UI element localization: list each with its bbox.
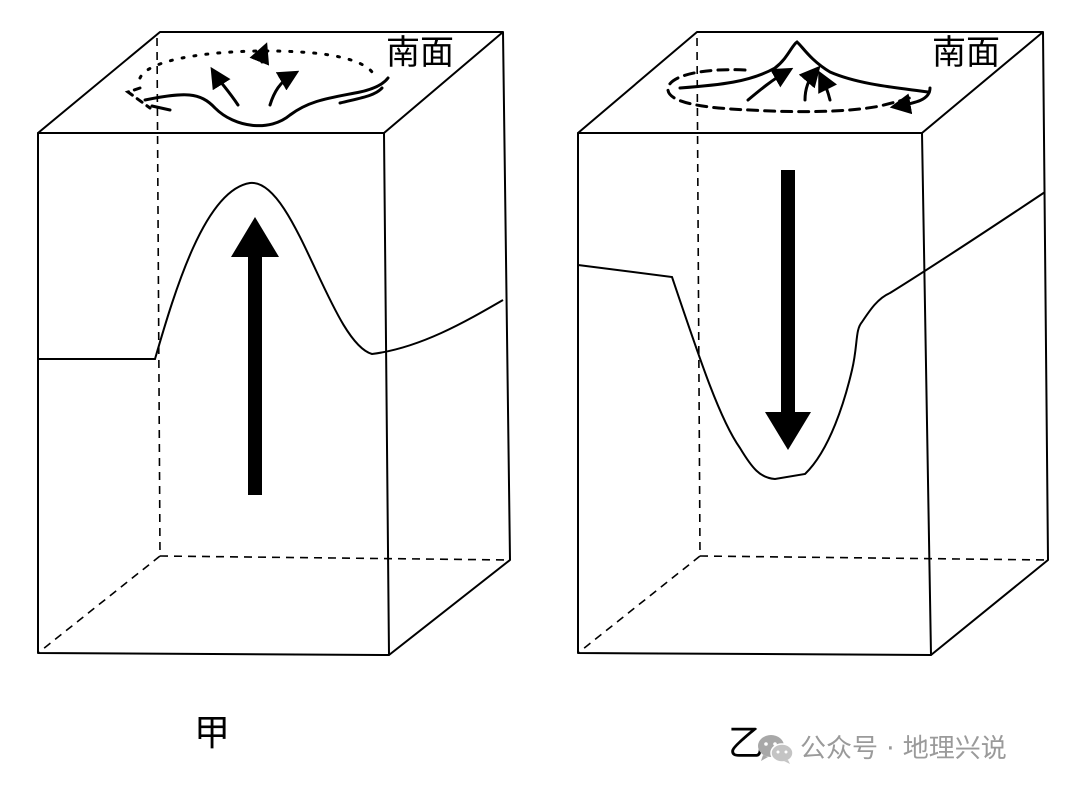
- block-jia: [37, 31, 511, 656]
- block-yi-top-arrow-3: [818, 70, 838, 102]
- block-jia-top-arrow-2: [268, 70, 300, 107]
- block-yi-stratum-line: [577, 191, 1046, 481]
- block-jia-top-sketch: [124, 42, 390, 128]
- block-jia-stratum-line: [38, 181, 504, 360]
- block-yi-top-arrow-1: [746, 67, 794, 102]
- block-jia-top-arrow-3: [249, 42, 270, 66]
- block-jia-top-fold-curve: [143, 76, 390, 128]
- block-yi-face-label: 南面: [932, 33, 1000, 73]
- block-yi: [577, 31, 1049, 656]
- watermark: 公众号 · 地理兴说: [756, 733, 1007, 765]
- block-yi-top-dashed-outline: [666, 68, 917, 114]
- block-yi-caption: 乙: [728, 723, 765, 764]
- block-jia-top-arrow-1: [210, 66, 240, 107]
- block-yi-top-arrow-2: [798, 65, 821, 102]
- block-yi-top-sketch: [666, 40, 932, 115]
- watermark-text: 公众号 · 地理兴说: [800, 734, 1007, 764]
- block-jia-uplift-arrow: [231, 217, 279, 495]
- block-yi-frame: [577, 31, 1049, 656]
- block-jia-top-left-hook: [150, 104, 172, 112]
- block-jia-caption: 甲: [194, 713, 231, 754]
- block-jia-frame: [37, 31, 511, 656]
- block-jia-face-label: 南面: [386, 33, 454, 73]
- block-jia-top-right-hook: [338, 86, 384, 105]
- block-jia-top-dotted-outline: [138, 49, 377, 80]
- block-jia-top-dashed-left: [124, 86, 152, 110]
- block-jia-hidden-edges: [37, 37, 511, 654]
- wechat-icon: [758, 735, 794, 764]
- block-yi-top-ridge-curve: [678, 40, 930, 94]
- block-yi-subsidence-arrow: [765, 170, 811, 450]
- block-yi-hidden-edges: [577, 37, 1049, 654]
- block-yi-top-right-return: [889, 86, 932, 115]
